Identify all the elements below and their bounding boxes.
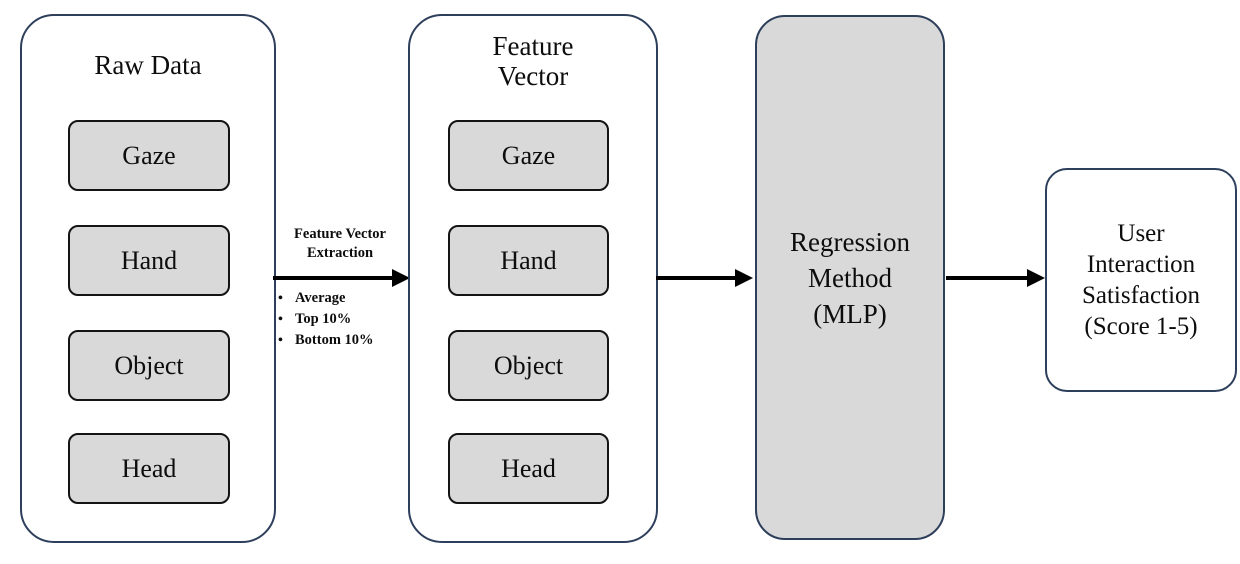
feature-extraction-bullet-list: • Average • Top 10% • Bottom 10%	[278, 288, 408, 351]
output-satisfaction-box[interactable]: User Interaction Satisfaction (Score 1-5…	[1045, 168, 1237, 392]
chip-label: Hand	[120, 245, 178, 275]
arrow-feature-vector-to-regression	[656, 269, 753, 287]
output-satisfaction-label: User Interaction Satisfaction (Score 1-5…	[1082, 218, 1200, 342]
raw-data-chip-gaze[interactable]: Gaze	[68, 120, 230, 191]
chip-label: Object	[114, 350, 184, 380]
regression-label-line3: (MLP)	[813, 298, 887, 329]
feature-vector-title-line1: Feature	[492, 31, 574, 61]
feature-extraction-annotation-title: Feature Vector Extraction	[272, 225, 408, 263]
chip-label: Hand	[500, 245, 557, 275]
raw-data-chip-object[interactable]: Object	[68, 330, 230, 401]
output-label-line1: User	[1117, 220, 1165, 247]
list-item: • Top 10%	[278, 309, 408, 330]
regression-label-line2: Method	[807, 262, 892, 293]
chip-label: Head	[501, 453, 556, 483]
raw-data-chip-hand[interactable]: Hand	[68, 225, 230, 296]
chip-label: Object	[493, 350, 564, 380]
feature-vector-chip-hand[interactable]: Hand	[448, 225, 609, 296]
raw-data-chip-head[interactable]: Head	[68, 433, 230, 504]
output-label-line4: (Score 1-5)	[1084, 313, 1198, 340]
raw-data-title: Raw Data	[94, 50, 202, 80]
feature-vector-title: Feature Vector	[408, 31, 658, 91]
feature-vector-chip-head[interactable]: Head	[448, 433, 609, 504]
chip-label: Head	[121, 453, 177, 483]
chip-label: Gaze	[122, 140, 176, 170]
annotation-title-line1: Feature Vector	[294, 226, 386, 242]
feature-vector-chip-gaze[interactable]: Gaze	[448, 120, 609, 191]
list-item-label: Top 10%	[295, 311, 352, 327]
regression-method-box[interactable]: Regression Method (MLP)	[755, 15, 945, 540]
regression-method-label: Regression Method (MLP)	[790, 224, 910, 332]
list-item: • Bottom 10%	[278, 330, 408, 351]
list-item: • Average	[278, 288, 408, 309]
arrow-raw-data-to-feature-vector	[273, 269, 410, 287]
annotation-title-line2: Extraction	[306, 245, 374, 261]
bullet-icon: •	[278, 291, 283, 306]
arrow-regression-to-output	[946, 269, 1045, 287]
list-item-label: Average	[295, 290, 346, 306]
chip-label: Gaze	[501, 140, 556, 170]
output-label-line2: Interaction	[1086, 251, 1196, 278]
bullet-icon: •	[278, 312, 283, 327]
bullet-icon: •	[278, 333, 283, 348]
feature-vector-chip-object[interactable]: Object	[448, 330, 609, 401]
feature-vector-title-line2: Vector	[497, 61, 569, 91]
list-item-label: Bottom 10%	[295, 332, 374, 348]
regression-label-line1: Regression	[790, 226, 910, 257]
output-label-line3: Satisfaction	[1081, 282, 1201, 309]
